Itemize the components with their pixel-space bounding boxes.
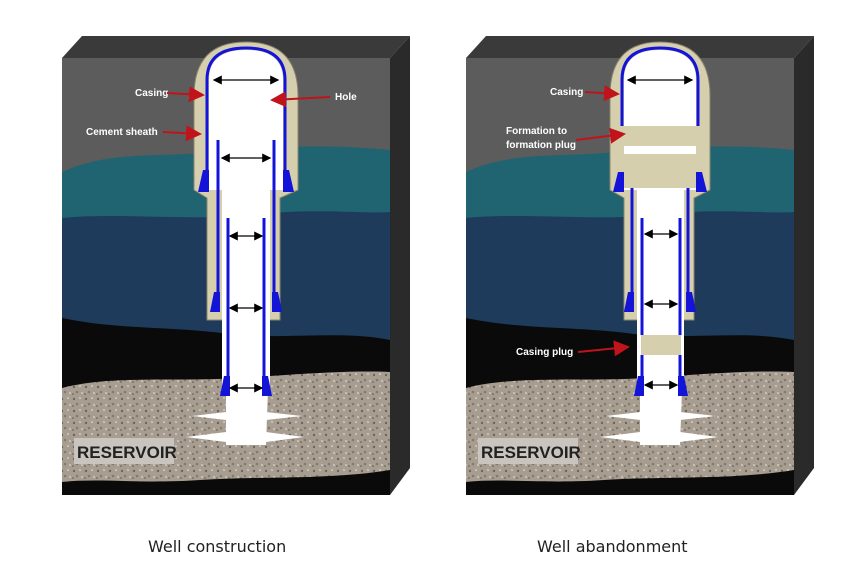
right-casing-label: Casing	[550, 87, 583, 98]
right-reservoir-label: RESERVOIR	[481, 443, 581, 462]
left-casing-label: Casing	[135, 88, 168, 99]
left-outer-casing	[205, 46, 287, 190]
right-fracture-1	[606, 412, 640, 420]
left-cement-pointer	[162, 125, 202, 142]
left-casing-shoe-3	[210, 292, 220, 312]
right-casing-pointer	[584, 85, 620, 102]
right-formation-plug-upper	[616, 126, 704, 146]
left-casing-pointer	[166, 86, 205, 103]
right-casing-shoe-6	[678, 376, 688, 396]
right-reservoir-rock	[466, 371, 794, 482]
left-casing-shoe-4	[272, 292, 282, 312]
left-fracture-4	[266, 432, 304, 442]
right-formation-plug-lower	[624, 154, 696, 188]
right-block: Casing Formation to formation plug Casin…	[466, 36, 814, 495]
left-casing-shoe-5	[220, 376, 230, 396]
left-block: Casing Hole Cement sheath RESERVOIR	[62, 36, 410, 495]
right-casing-shoe-4	[686, 292, 696, 312]
left-reservoir-label: RESERVOIR	[77, 443, 177, 462]
left-casing-shoe-2	[283, 170, 294, 192]
right-fracture-3	[600, 432, 640, 442]
left-casing-shoe-1	[198, 170, 209, 192]
right-formation-plug-pointer	[575, 127, 626, 144]
left-hole-pointer	[270, 91, 331, 108]
left-cement-sheath-label: Cement sheath	[86, 127, 158, 138]
right-casing-shoe-5	[634, 376, 644, 396]
right-casing-plug-label: Casing plug	[516, 347, 573, 358]
right-hole-bottom	[640, 390, 682, 445]
left-fracture-2	[266, 412, 302, 420]
left-caption: Well construction	[148, 537, 287, 556]
right-fracture-2	[680, 412, 716, 420]
left-fracture-3	[186, 432, 226, 442]
right-fracture-4	[680, 432, 718, 442]
left-side-face	[390, 36, 410, 495]
right-outer-casing	[620, 46, 700, 126]
right-formation-plug-label-1: Formation to	[506, 126, 567, 137]
left-reservoir-label-bg	[74, 438, 174, 464]
right-casing-shoe-1	[613, 172, 624, 192]
right-side-face	[794, 36, 814, 495]
right-casing-plug-pointer	[577, 340, 630, 357]
right-formation-plug-label-2: formation plug	[506, 140, 576, 151]
right-caption: Well abandonment	[537, 537, 688, 556]
left-hole-bottom	[226, 390, 268, 445]
right-casing-shoe-3	[624, 292, 634, 312]
right-reservoir-label-bg	[478, 438, 578, 464]
left-casing-shoe-6	[262, 376, 272, 396]
right-casing-shoe-2	[696, 172, 707, 192]
left-fracture-1	[192, 412, 226, 420]
right-casing-plug	[641, 335, 681, 355]
left-hole-label: Hole	[335, 92, 357, 103]
